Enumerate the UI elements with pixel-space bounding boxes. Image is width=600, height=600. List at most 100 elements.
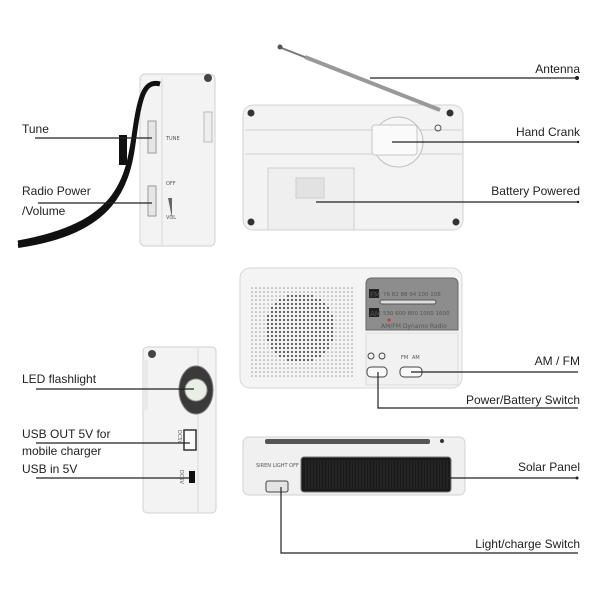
grille-hole	[298, 306, 302, 310]
grille-hole	[295, 291, 297, 293]
grille-hole	[267, 299, 269, 301]
grille-hole	[283, 287, 285, 289]
grille-hole	[283, 359, 285, 361]
grille-hole	[286, 310, 290, 314]
grille-hole	[294, 314, 298, 318]
grille-hole	[299, 287, 301, 289]
grille-hole	[347, 367, 349, 369]
grille-hole	[278, 314, 282, 318]
grille-hole	[298, 338, 302, 342]
grille-hole	[327, 375, 329, 377]
grille-hole	[279, 371, 281, 373]
switch-fm-text: FM	[401, 355, 408, 361]
grille-hole	[326, 326, 330, 330]
grille-hole	[255, 299, 257, 301]
grille-hole	[343, 311, 345, 313]
grille-hole	[291, 363, 293, 365]
grille-hole	[298, 350, 302, 354]
grille-hole	[286, 358, 290, 362]
grille-hole	[335, 295, 337, 297]
grille-hole	[343, 367, 345, 369]
grille-hole	[255, 295, 257, 297]
screw-icon	[452, 218, 460, 226]
grille-hole	[255, 371, 257, 373]
grille-hole	[311, 287, 313, 289]
grille-hole	[259, 367, 261, 369]
grille-hole	[330, 314, 334, 318]
grille-hole	[267, 311, 269, 313]
grille-hole	[283, 375, 285, 377]
grille-hole	[259, 323, 261, 325]
grille-hole	[255, 375, 257, 377]
grille-hole	[274, 302, 278, 306]
grille-hole	[314, 330, 318, 334]
grille-hole	[286, 302, 290, 306]
grille-hole	[339, 335, 341, 337]
wrist-strap	[17, 80, 161, 246]
grille-hole	[263, 359, 265, 361]
grille-hole	[343, 371, 345, 373]
grille-hole	[351, 355, 353, 357]
side-view-tune-volume	[17, 73, 216, 248]
grille-hole	[331, 311, 333, 313]
grille-hole	[251, 323, 253, 325]
wrist-strap-loop	[17, 129, 137, 248]
grille-hole	[270, 306, 274, 310]
grille-hole	[287, 371, 289, 373]
grille-hole	[259, 291, 261, 293]
leader-light-charge	[280, 487, 578, 554]
grille-hole	[271, 359, 273, 361]
volume-wheel	[147, 185, 157, 217]
grille-hole	[326, 334, 330, 338]
grille-hole	[259, 319, 261, 321]
grille-hole	[263, 367, 265, 369]
grille-hole	[267, 371, 269, 373]
grille-hole	[251, 311, 253, 313]
grille-hole	[282, 322, 286, 326]
light-charge-switch[interactable]	[265, 480, 289, 493]
grille-hole	[290, 346, 294, 350]
grille-hole	[343, 303, 345, 305]
leader-lines	[35, 77, 578, 554]
grille-hole	[287, 291, 289, 293]
grille-hole	[339, 291, 341, 293]
grille-hole	[347, 295, 349, 297]
grille-hole	[327, 355, 329, 357]
grille-hole	[311, 363, 313, 365]
grille-hole	[343, 335, 345, 337]
grille-hole	[271, 375, 273, 377]
grille-hole	[339, 323, 341, 325]
grille-hole	[351, 299, 353, 301]
grille-hole	[306, 298, 310, 302]
usb-out-mark: DC5V	[176, 430, 182, 445]
grille-hole	[343, 331, 345, 333]
grille-hole	[266, 338, 270, 342]
grille-hole	[302, 294, 306, 298]
grille-hole	[326, 310, 330, 314]
grille-hole	[286, 330, 290, 334]
power-battery-switch[interactable]	[366, 366, 388, 378]
grille-hole	[271, 351, 273, 353]
grille-hole	[339, 303, 341, 305]
grille-hole	[310, 330, 314, 334]
grille-hole	[251, 371, 253, 373]
grille-hole	[311, 291, 313, 293]
grille-hole	[314, 354, 318, 358]
grille-hole	[323, 371, 325, 373]
grille-hole	[274, 342, 278, 346]
grille-hole	[270, 310, 274, 314]
grille-hole	[347, 363, 349, 365]
grille-hole	[318, 310, 322, 314]
grille-hole	[302, 318, 306, 322]
grille-hole	[251, 327, 253, 329]
usb-out-port	[183, 429, 197, 451]
grille-hole	[299, 371, 301, 373]
grille-hole	[255, 367, 257, 369]
grille-hole	[290, 318, 294, 322]
grille-hole	[278, 334, 282, 338]
grille-hole	[335, 339, 337, 341]
leader-dot-icon	[575, 476, 579, 480]
grille-hole	[259, 295, 261, 297]
grille-hole	[327, 371, 329, 373]
grille-hole	[259, 371, 261, 373]
